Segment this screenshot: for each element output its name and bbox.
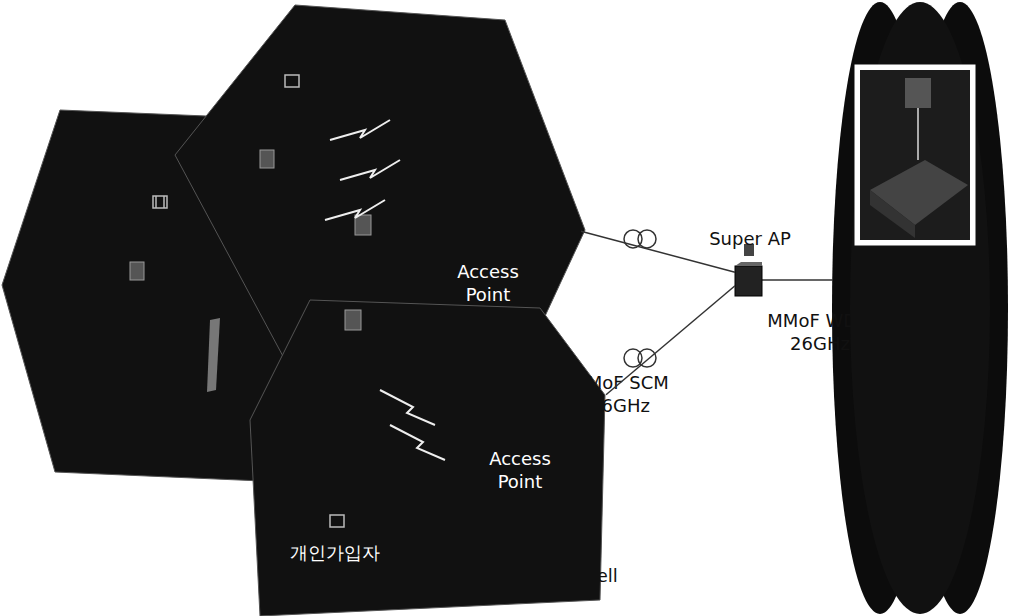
fiber-coil [638, 230, 656, 248]
access-point-symbol [735, 262, 762, 296]
access-point-label: Access Point [433, 261, 543, 306]
uplink-line [762, 279, 833, 281]
subscriber-label: 개인가입자 [270, 542, 400, 565]
terminal-icons [260, 75, 400, 235]
core-network-ellipses [832, 2, 1008, 614]
laptop-icon [130, 262, 220, 392]
cell-label: Pico Cell [525, 565, 635, 588]
fiber-coil [624, 230, 642, 248]
fiber-coil [624, 349, 642, 367]
super-ap-box: Super AP [735, 262, 762, 296]
terminal-icons [330, 310, 445, 527]
link-label: MMoF SCM 26GHz [565, 372, 675, 417]
access-point-label: Access Point [465, 448, 575, 493]
fiber-coil [638, 349, 656, 367]
node-heading: Super AP [705, 228, 795, 251]
link-label: MMoF WDM 26GHz [765, 310, 875, 355]
terminal-icon [153, 196, 167, 208]
